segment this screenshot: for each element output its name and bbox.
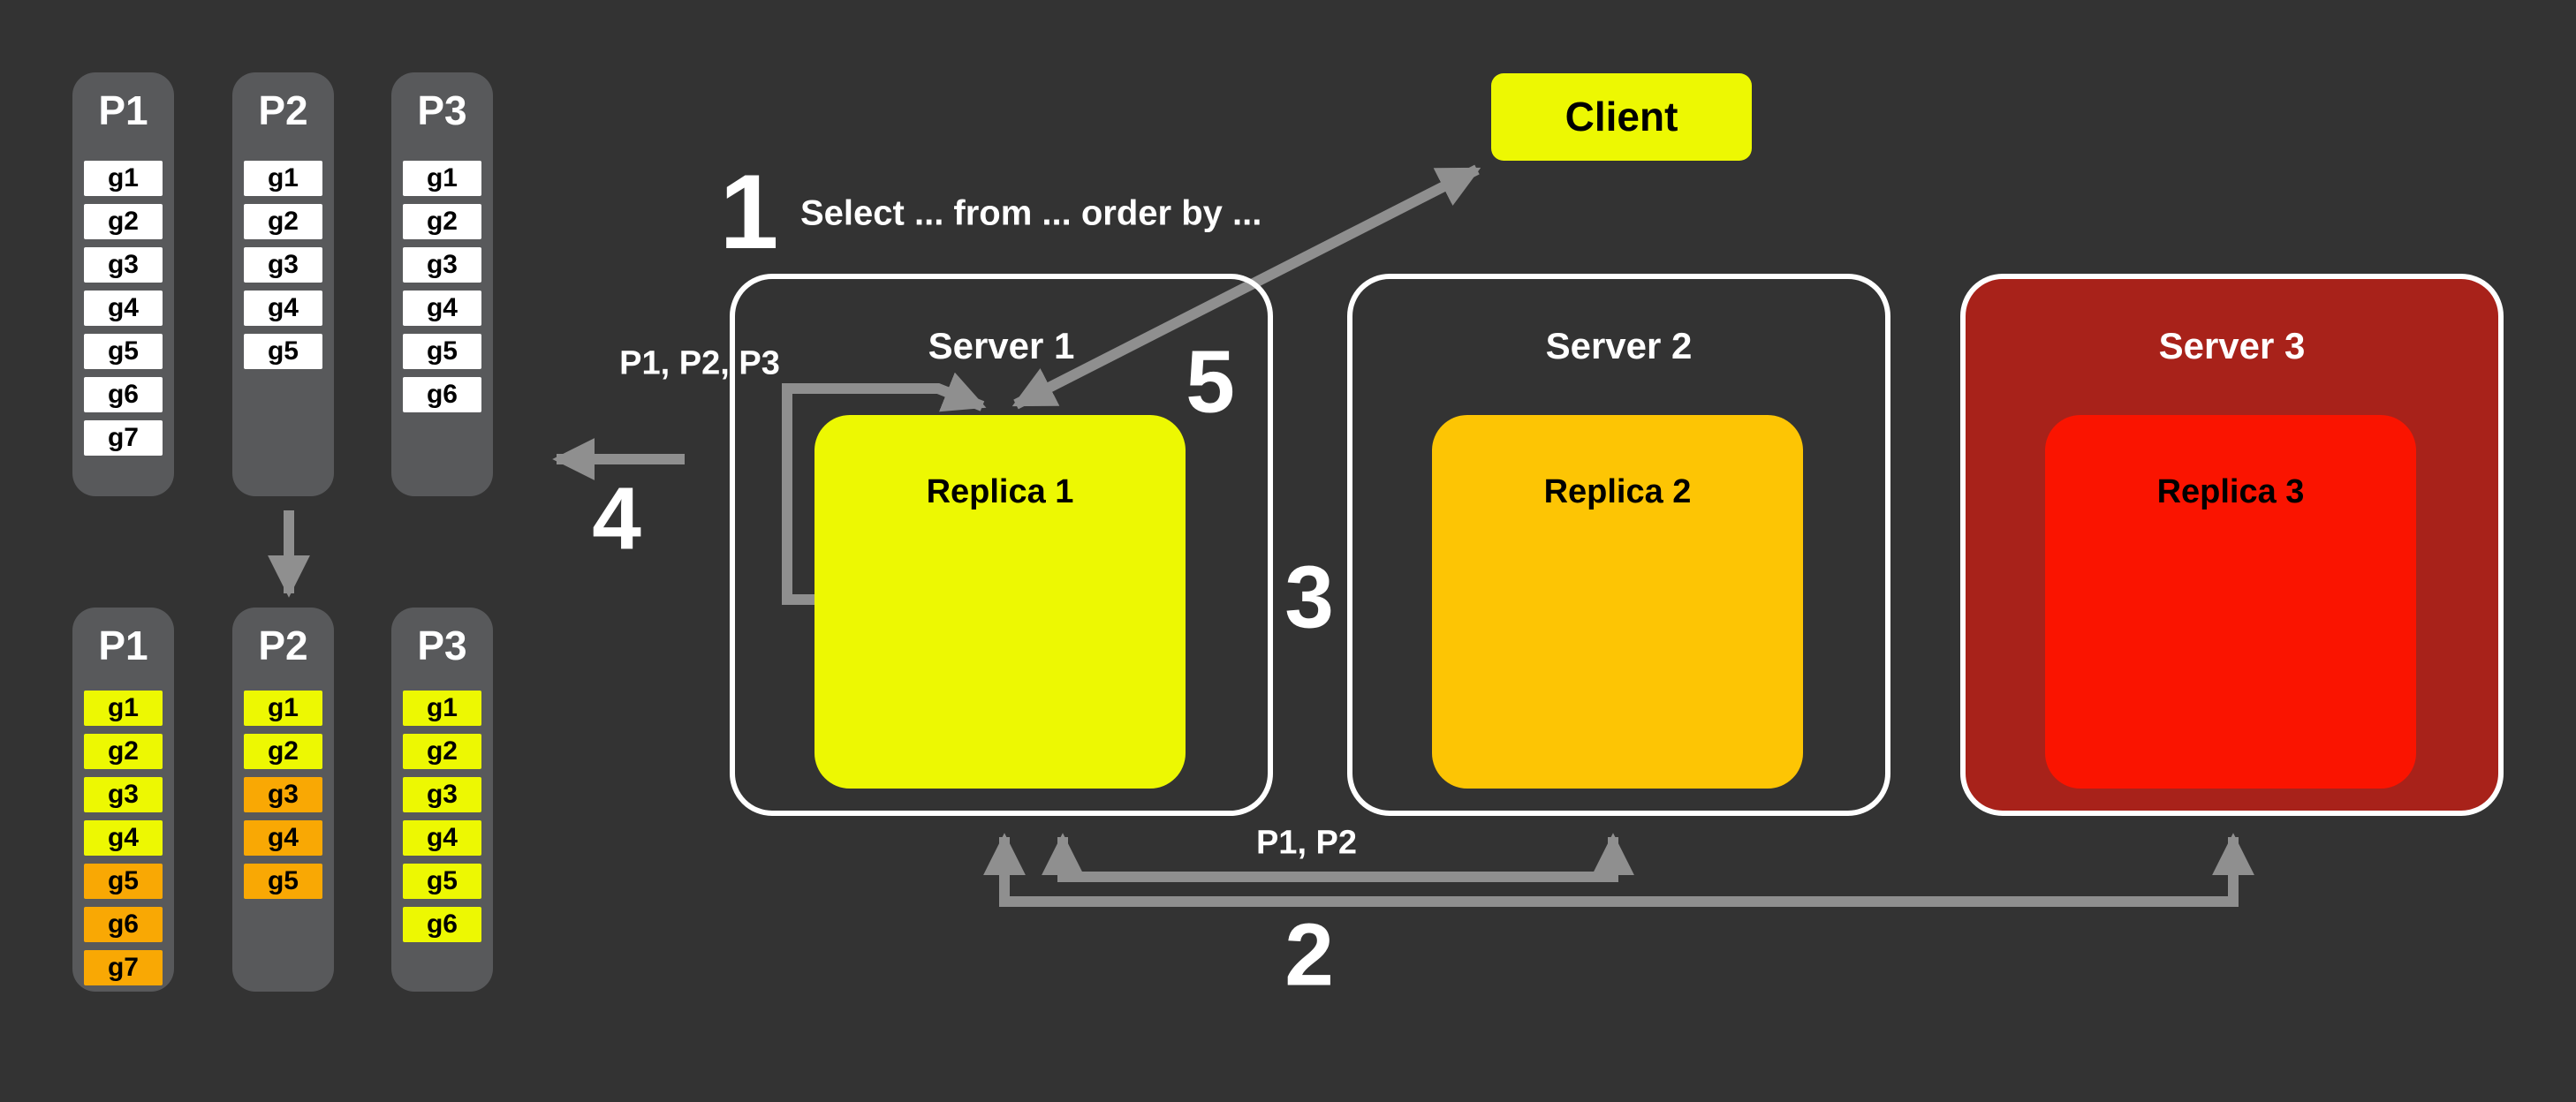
partition-cell: g4 bbox=[403, 820, 481, 856]
partition-cell: g2 bbox=[244, 204, 322, 239]
step-2-number: 2 bbox=[1284, 905, 1334, 1005]
partition-title: P3 bbox=[417, 87, 467, 133]
partition-cell: g1 bbox=[84, 161, 163, 196]
replica-3-label: Replica 3 bbox=[2156, 473, 2305, 510]
replica-2-label: Replica 2 bbox=[1543, 473, 1692, 510]
query-text: Select ... from ... order by ... bbox=[800, 193, 1262, 233]
server-1-box: Server 1 Replica 1 bbox=[730, 274, 1273, 816]
step-4-number: 4 bbox=[592, 469, 641, 569]
server-3-title: Server 3 bbox=[2158, 325, 2306, 366]
partition-title: P3 bbox=[417, 623, 467, 668]
top-partition-p3: P3 g1 g2 g3 g4 g5 g6 bbox=[391, 72, 493, 496]
partition-cell: g4 bbox=[403, 291, 481, 326]
bottom-partition-p3: P3 g1 g2 g3 g4 g5 g6 bbox=[391, 608, 493, 992]
partition-cell: g3 bbox=[84, 247, 163, 283]
partition-cell: g3 bbox=[84, 777, 163, 812]
replica-2-box: Replica 2 bbox=[1432, 415, 1803, 789]
step-3-number: 3 bbox=[1284, 547, 1334, 647]
partition-cell: g7 bbox=[84, 950, 163, 985]
partitions-loop-label: P1, P2, P3 bbox=[619, 344, 780, 382]
partition-cell: g5 bbox=[244, 864, 322, 899]
partition-cell: g4 bbox=[84, 291, 163, 326]
partition-cell: g3 bbox=[403, 247, 481, 283]
partition-cell: g5 bbox=[403, 334, 481, 369]
partition-title: P1 bbox=[98, 87, 148, 133]
client-box: Client bbox=[1491, 73, 1752, 161]
partition-cell: g2 bbox=[244, 734, 322, 769]
partition-cell: g6 bbox=[403, 907, 481, 942]
partition-cell: g7 bbox=[84, 420, 163, 456]
partition-cell: g6 bbox=[84, 377, 163, 412]
scatter-arrow-server3 bbox=[983, 833, 2254, 907]
step-5-number: 5 bbox=[1186, 332, 1235, 432]
partition-cell: g1 bbox=[403, 161, 481, 196]
partition-cell: g5 bbox=[403, 864, 481, 899]
bottom-partition-p1: P1 g1 g2 g3 g4 g5 g6 g7 bbox=[72, 608, 174, 992]
server-2-box: Server 2 Replica 2 bbox=[1347, 274, 1890, 816]
partition-cell: g3 bbox=[244, 247, 322, 283]
partition-cell: g1 bbox=[244, 691, 322, 726]
replica-1-box: Replica 1 bbox=[814, 415, 1186, 789]
partition-cell: g4 bbox=[244, 291, 322, 326]
partition-cell: g4 bbox=[244, 820, 322, 856]
partition-cell: g3 bbox=[244, 777, 322, 812]
partition-cell: g2 bbox=[403, 204, 481, 239]
replica-1-label: Replica 1 bbox=[926, 473, 1074, 510]
partition-title: P2 bbox=[258, 87, 308, 133]
partition-cell: g5 bbox=[84, 864, 163, 899]
partition-cell: g6 bbox=[84, 907, 163, 942]
bottom-partition-p2: P2 g1 g2 g3 g4 g5 bbox=[232, 608, 334, 992]
partition-cell: g6 bbox=[403, 377, 481, 412]
top-partition-p1: P1 g1 g2 g3 g4 g5 g6 g7 bbox=[72, 72, 174, 496]
partition-title: P2 bbox=[258, 623, 308, 668]
server-3-box: Server 3 Replica 3 bbox=[1960, 274, 2504, 816]
step-1-number: 1 bbox=[719, 153, 779, 271]
partition-cell: g2 bbox=[84, 734, 163, 769]
partition-cell: g3 bbox=[403, 777, 481, 812]
partition-cell: g2 bbox=[84, 204, 163, 239]
partition-cell: g4 bbox=[84, 820, 163, 856]
partition-title: P1 bbox=[98, 623, 148, 668]
partition-cell: g1 bbox=[403, 691, 481, 726]
partition-cell: g1 bbox=[84, 691, 163, 726]
partition-cell: g2 bbox=[403, 734, 481, 769]
partition-cell: g1 bbox=[244, 161, 322, 196]
server-1-title: Server 1 bbox=[928, 325, 1075, 366]
replica-3-box: Replica 3 bbox=[2045, 415, 2416, 789]
partition-cell: g5 bbox=[84, 334, 163, 369]
partitions-scatter-label: P1, P2 bbox=[1255, 824, 1358, 862]
top-partition-p2: P2 g1 g2 g3 g4 g5 bbox=[232, 72, 334, 496]
server-2-title: Server 2 bbox=[1545, 325, 1693, 366]
partition-cell: g5 bbox=[244, 334, 322, 369]
